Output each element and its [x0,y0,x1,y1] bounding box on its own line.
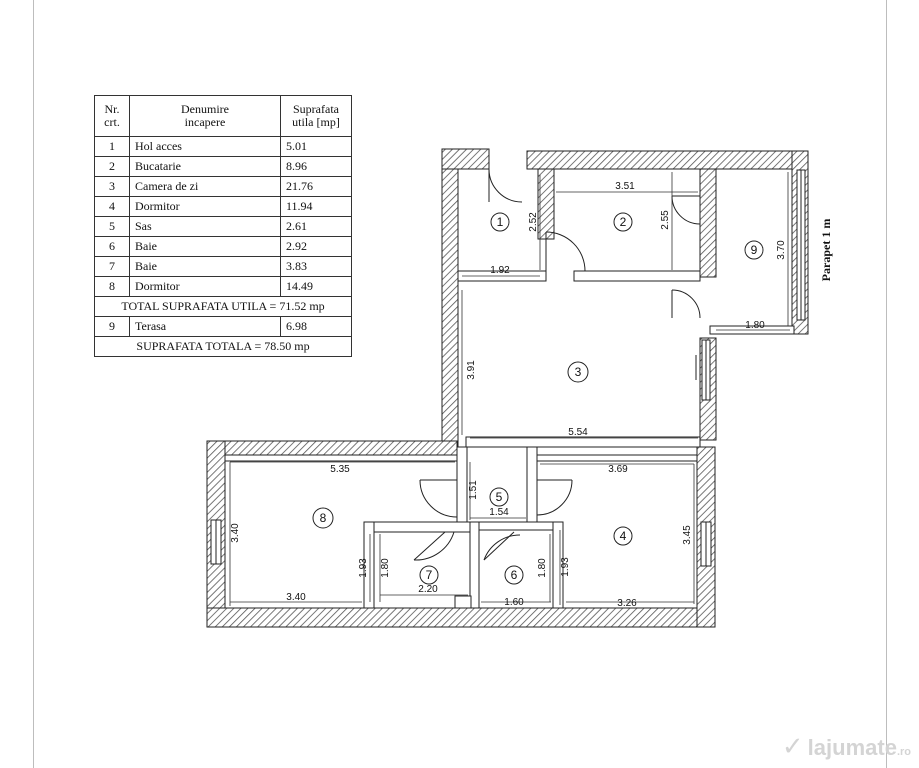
dim-r1-width: 1.92 [490,265,510,276]
dim-r5-height: 1.51 [468,480,479,500]
table-row: 7 Baie 3.83 [94,256,352,277]
dim-r8-height: 3.40 [230,523,241,543]
room-marker-4: 4 [613,526,633,546]
room-marker-2: 2 [613,212,633,232]
dim-r4-height: 3.45 [682,525,693,545]
dim-r7-height: 1.80 [380,558,391,578]
dim-r5-width: 1.54 [489,507,509,518]
page-border-right [886,0,887,768]
row-name: Sas [129,216,281,237]
row-name: Camera de zi [129,176,281,197]
svg-text:5: 5 [496,490,503,504]
dim-r2-width: 3.51 [615,181,635,192]
doors [413,168,701,561]
room-marker-5: 5 [489,487,509,507]
dim-r7-width: 2.20 [418,584,438,595]
dim-r9-height: 3.70 [776,240,787,260]
table-row: 8 Dormitor 14.49 [94,276,352,297]
svg-text:7: 7 [426,568,433,582]
dim-r6-width: 1.60 [504,597,524,608]
table-header-row: Nr. crt. Denumire incapere Suprafata uti… [94,95,352,137]
total-util: TOTAL SUPRAFATA UTILA = 71.52 mp [94,296,352,317]
row-area: 14.49 [280,276,352,297]
area-table: Nr. crt. Denumire incapere Suprafata uti… [94,95,352,357]
table-row: 4 Dormitor 11.94 [94,196,352,217]
windows [210,169,806,567]
total-area: SUPRAFATA TOTALA = 78.50 mp [94,336,352,357]
header-name: Denumire incapere [129,95,281,137]
dim-r4-width-bottom: 3.26 [617,598,637,609]
row-area: 5.01 [280,136,352,157]
dim-r3-width: 5.54 [568,427,588,438]
room-marker-6: 6 [504,565,524,585]
watermark-logo-icon: ✓ [781,731,804,761]
header-area: Suprafata utila [mp] [280,95,352,137]
table-row: 5 Sas 2.61 [94,216,352,237]
svg-text:3: 3 [575,365,582,379]
table-row: 3 Camera de zi 21.76 [94,176,352,197]
dim-r2-height: 2.55 [660,210,671,230]
total-row: SUPRAFATA TOTALA = 78.50 mp [94,336,352,357]
row-area: 3.83 [280,256,352,277]
dim-r1-height: 2.52 [528,212,539,232]
dim-r3-height: 3.91 [466,360,477,380]
dim-r4-inner-height: 1.93 [560,557,571,577]
watermark: ✓lajumate.ro [781,731,911,761]
svg-text:9: 9 [751,243,758,257]
table-row: 6 Baie 2.92 [94,236,352,257]
dim-r8-inner-height: 1.93 [358,558,369,578]
parapet-label: Parapet 1 m [819,219,833,282]
svg-text:4: 4 [620,529,627,543]
dim-r8-width-top: 5.35 [330,464,350,475]
row-name: Baie [129,256,281,277]
room-marker-7: 7 [419,565,439,585]
table-row: 9 Terasa 6.98 [94,316,352,337]
row-name: Terasa [129,316,281,337]
dim-r9-width: 1.80 [745,320,765,331]
room-numbers: 1 2 3 4 5 6 7 8 [312,212,764,585]
svg-text:8: 8 [320,511,327,525]
dimension-labels: 2.52 1.92 3.51 2.55 3.70 1.80 3.91 5.54 … [230,181,787,609]
dimension-lines [229,172,790,606]
row-name: Dormitor [129,196,281,217]
room-marker-8: 8 [312,507,334,529]
dim-r6-height: 1.80 [537,558,548,578]
svg-text:6: 6 [511,568,518,582]
page-border-left [33,0,34,768]
room-marker-9: 9 [744,240,764,260]
dim-r8-width-bottom: 3.40 [286,592,306,603]
header-nr: Nr. crt. [94,95,130,137]
room-marker-3: 3 [567,361,589,383]
svg-text:2: 2 [620,215,627,229]
svg-text:1: 1 [497,215,504,229]
room-marker-1: 1 [490,212,510,232]
total-util-row: TOTAL SUPRAFATA UTILA = 71.52 mp [94,296,352,317]
dim-r4-width-top: 3.69 [608,464,628,475]
